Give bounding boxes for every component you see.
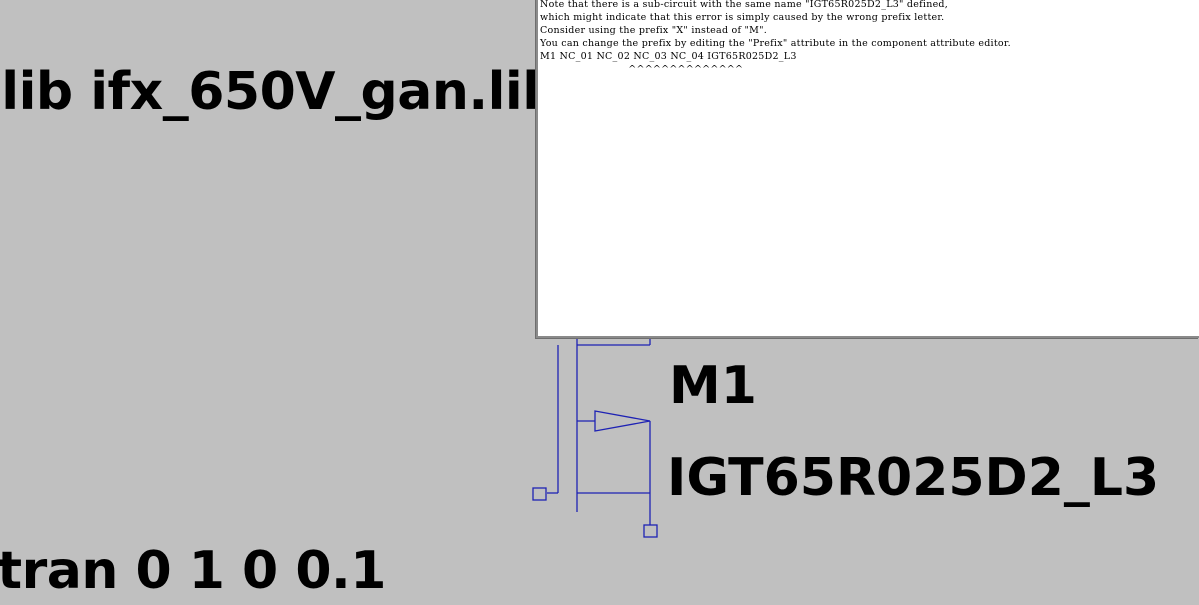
error-log-text[interactable]: Note that there is a sub-circuit with th… bbox=[538, 0, 1199, 76]
error-log-window: Note that there is a sub-circuit with th… bbox=[536, 0, 1199, 338]
error-line: Consider using the prefix "X" instead of… bbox=[540, 25, 768, 36]
error-caret-line: ^^^^^^^^^^^^^^ bbox=[540, 64, 744, 75]
component-instance-name[interactable]: M1 bbox=[669, 356, 757, 416]
error-line: Note that there is a sub-circuit with th… bbox=[540, 0, 949, 10]
tran-directive-text[interactable]: .tran 0 1 0 0.1 bbox=[0, 541, 386, 601]
error-line: You can change the prefix by editing the… bbox=[540, 38, 1011, 49]
gate-pin[interactable] bbox=[532, 487, 547, 501]
error-line: which might indicate that this error is … bbox=[540, 12, 945, 23]
lib-directive-text[interactable]: .lib ifx_650V_gan.lib bbox=[0, 62, 559, 122]
source-pin[interactable] bbox=[643, 524, 658, 538]
body-arrow bbox=[594, 410, 651, 432]
component-model-name[interactable]: IGT65R025D2_L3 bbox=[667, 448, 1160, 508]
error-line: M1 NC_01 NC_02 NC_03 NC_04 IGT65R025D2_L… bbox=[540, 51, 797, 62]
